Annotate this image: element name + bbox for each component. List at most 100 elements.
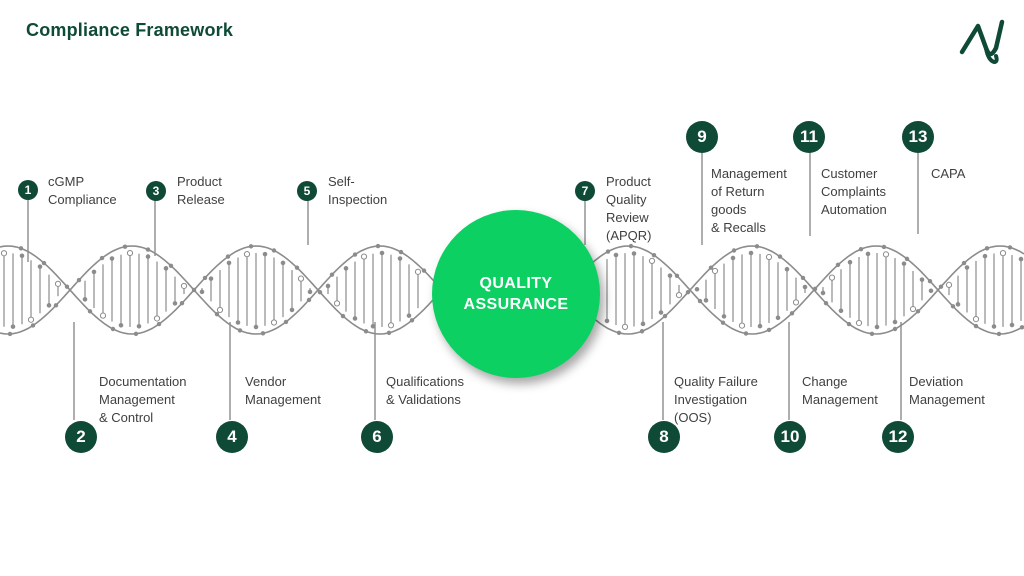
base-pair-node (280, 260, 286, 266)
base-pair-node (226, 260, 232, 266)
item-13-label: CAPA (931, 166, 966, 181)
strand-bead (409, 318, 415, 323)
strand-bead (984, 246, 990, 251)
base-pair-node (172, 301, 178, 306)
base-pair-node (928, 288, 934, 294)
strand-bead (363, 329, 369, 334)
base-pair-node (982, 253, 988, 259)
strand-bead (53, 303, 59, 308)
strand-bead (421, 268, 427, 273)
base-pair-node (153, 315, 161, 322)
strand-bead (743, 331, 749, 336)
strand-bead (202, 275, 208, 281)
base-pair-node (307, 289, 313, 295)
base-pair-node (784, 266, 790, 272)
base-pair-node (145, 254, 151, 259)
item-1-badge: 1 (18, 180, 38, 200)
item-8-label: Quality Failure Investigation (OOS) (674, 374, 758, 425)
strand-bead (133, 331, 139, 336)
item-4-label: Vendor Management (245, 374, 321, 407)
strand-bead (306, 297, 312, 303)
strand-bead (99, 255, 105, 261)
item-8-badge: 8 (648, 421, 680, 453)
base-pair-node (414, 268, 422, 275)
base-pair-node (972, 316, 980, 323)
strand-bead (823, 300, 829, 306)
base-pair-node (270, 319, 278, 326)
strand-bead (950, 304, 956, 309)
strand-bead (191, 287, 197, 293)
strand-bead (973, 323, 979, 329)
base-pair-node (91, 269, 97, 275)
strand-bead (260, 331, 266, 336)
strand-bead (835, 262, 841, 268)
base-pair-node (118, 323, 124, 328)
strand-bead (858, 246, 864, 252)
strand-bead (18, 246, 24, 251)
strand-bead (651, 253, 657, 258)
base-pair-node (955, 302, 961, 307)
base-pair-node (19, 253, 25, 259)
strand-bead (386, 330, 392, 336)
strand-bead (1007, 245, 1013, 250)
brand-logo-icon (959, 19, 1005, 65)
base-pair-node (0, 250, 8, 257)
base-pair-node (802, 284, 808, 290)
strand-bead (616, 330, 622, 336)
strand-bead (156, 321, 162, 327)
base-pair-node (757, 323, 763, 329)
page-title: Compliance Framework (26, 20, 234, 40)
strand-bead (720, 320, 726, 325)
base-pair-node (604, 318, 610, 324)
base-pair-node (874, 324, 880, 330)
strand-bead (41, 260, 47, 266)
strand-bead (812, 286, 818, 292)
base-pair-node (775, 315, 781, 321)
item-6-label: Qualifications & Validations (386, 374, 465, 407)
base-pair-node (694, 286, 700, 292)
base-pair-node (855, 319, 863, 327)
base-pair-node (325, 283, 331, 289)
base-pair-node (828, 274, 836, 281)
base-pair-node (999, 250, 1007, 257)
item-11-badge: 11 (793, 121, 825, 153)
item-7-label: Product Quality Review (APQR) (606, 174, 652, 243)
base-pair-node (387, 322, 395, 329)
strand-bead (697, 298, 703, 304)
item-10-badge: 10 (774, 421, 806, 453)
base-pair-node (991, 324, 997, 329)
base-pair-node (711, 267, 719, 275)
strand-bead (30, 323, 36, 328)
base-pair-node (397, 256, 403, 261)
item-13-badge: 13 (902, 121, 934, 153)
base-pair-node (703, 298, 709, 303)
strand-bead (271, 248, 277, 253)
base-pair-node (370, 324, 376, 329)
base-pair-node (675, 292, 683, 299)
strand-bead (168, 263, 174, 268)
base-pair-node (99, 312, 107, 319)
strand-bead (76, 277, 82, 283)
strand-bead (754, 244, 760, 249)
item-11-label: Customer Complaints Automation (821, 166, 887, 217)
base-pair-node (631, 251, 637, 256)
base-pair-node (613, 252, 619, 258)
item-9-label: Management of Return goods & Recalls (711, 166, 787, 235)
strand-bead (340, 313, 346, 319)
base-pair-node (667, 273, 673, 278)
quality-assurance-circle: QUALITY ASSURANCE (432, 210, 600, 378)
base-pair-node (163, 266, 169, 271)
item-2-badge: 2 (65, 421, 97, 453)
strand-bead (214, 312, 220, 317)
base-pair-node (343, 266, 349, 271)
strand-bead (938, 284, 944, 289)
base-pair-node (919, 277, 925, 282)
strand-bead (375, 243, 381, 249)
strand-bead (122, 244, 128, 249)
item-2-label: Documentation Management & Control (99, 374, 187, 425)
strand-bead (248, 244, 254, 249)
strand-bead (145, 247, 151, 252)
base-pair-node (235, 320, 241, 325)
strand-bead (7, 331, 13, 337)
base-pair-node (333, 300, 341, 307)
